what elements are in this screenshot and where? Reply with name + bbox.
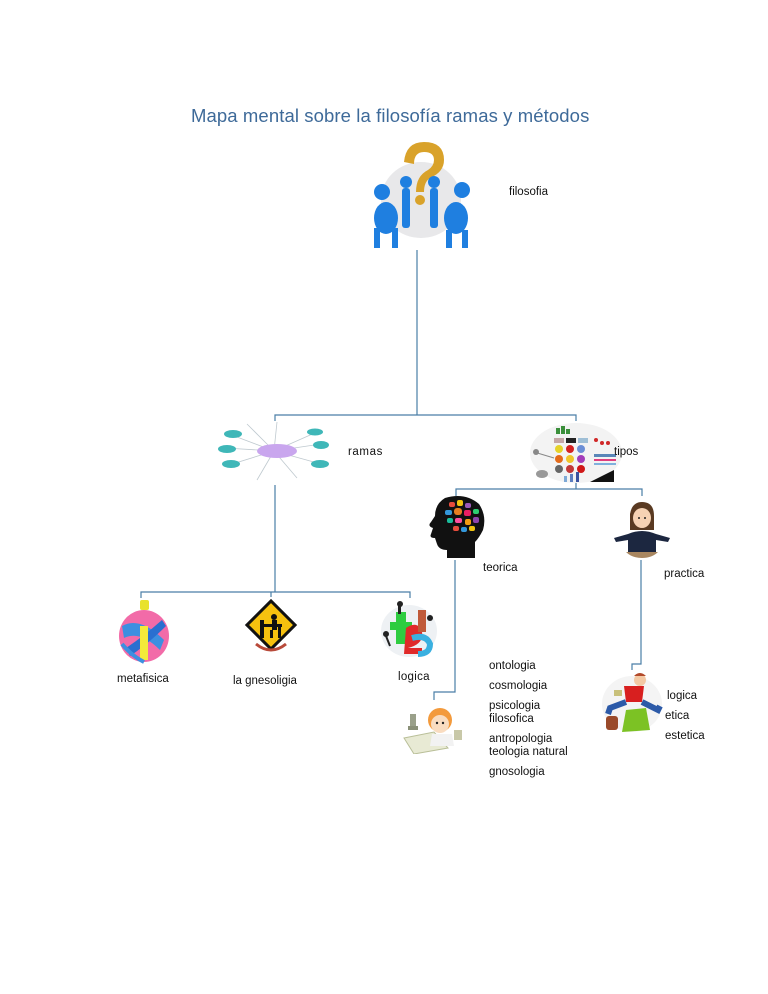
mind-map-icon: [217, 420, 332, 482]
connector-teorica: [433, 560, 456, 700]
study-sign-icon: [242, 598, 302, 658]
boy-jumping-icon: [600, 670, 664, 734]
node-label-practica: practica: [664, 568, 705, 580]
list-item: logica: [667, 690, 698, 702]
node-label-logica: logica: [398, 671, 430, 683]
list-item: ontologia: [489, 660, 536, 672]
node-label-tipos: tipos: [614, 446, 639, 458]
girl-shrugging-icon: [612, 500, 672, 560]
connector-ramas-bar: [140, 591, 411, 598]
brain-head-icon: [425, 494, 487, 560]
list-item: psicologia filosofica: [489, 700, 541, 725]
node-label-filosofia: filosofia: [509, 186, 548, 198]
connector-tipos-bar: [455, 488, 643, 496]
practica-branch-list: logica etica estetica: [665, 690, 705, 750]
people-question-mark-icon: [366, 140, 476, 250]
list-item: gnosologia: [489, 766, 545, 778]
connector-root-bar: [274, 414, 577, 421]
list-item: antropologia teologia natural: [489, 733, 568, 758]
charts-collage-icon: [528, 422, 624, 484]
connector-practica: [631, 560, 642, 670]
node-label-metafisica: metafisica: [117, 673, 169, 685]
yarn-ball-icon: [116, 596, 172, 664]
node-label-ramas: ramas: [348, 446, 383, 458]
node-label-teorica: teorica: [483, 562, 518, 574]
math-figures-icon: [378, 598, 440, 660]
list-item: etica: [665, 710, 690, 722]
list-item: cosmologia: [489, 680, 548, 692]
page-title: Mapa mental sobre la filosofía ramas y m…: [191, 105, 590, 126]
node-label-la-gnesoligia: la gnesoligia: [233, 675, 297, 687]
teorica-branch-list: ontologia cosmologia psicologia filosofi…: [489, 660, 568, 786]
list-item: estetica: [665, 730, 705, 742]
girl-studying-icon: [400, 700, 466, 755]
